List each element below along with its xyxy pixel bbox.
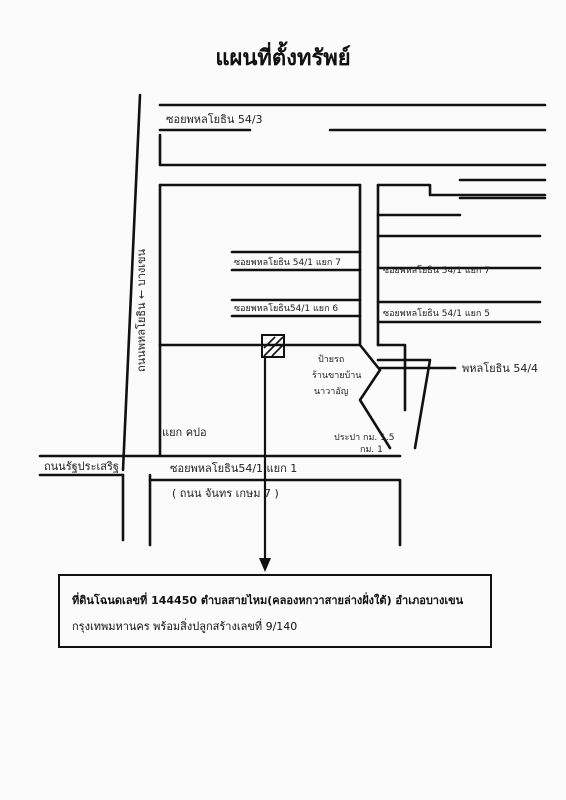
property-hatch [263,336,284,357]
label-bus-stop-1: ป้ายรถ [318,354,344,365]
label-soi-54-1-7a: ซอยพหลโยธิน 54/1 แยก 7 [234,257,341,268]
right-lower-vertical [376,343,407,412]
label-soi-54-1-1: ซอยพหลโยธิน54/1 แยก 1 [170,461,297,475]
property-info-box: ที่ดินโฉนดเลขที่ 144450 ตำบลสายไหม(คลองห… [58,574,492,648]
label-kanchana-1: ประปา กม. 1.5 [334,433,394,443]
label-soi-54-1-7b: ซอยพหลโยธิน 54/1 แยก 7 [383,265,490,276]
label-phahon-54-4: พหลโยธิน 54/4 [462,361,538,375]
soi-54-1-1-bottom [148,478,402,547]
diagonal-road-1 [358,343,392,450]
soi-54-1-5 [376,300,542,324]
diagonal-road-2 [376,358,432,450]
arrow-head [259,558,271,572]
label-phahon-vertical: ถนนพหลโยธิน ← บางเขน [134,248,148,372]
label-chantharakasem: ( ถนน จันทร เกษม 7 ) [172,487,279,500]
label-kanchana-2: กม. 1 [360,445,383,455]
right-upper-road [376,183,547,197]
label-yaek-kaew: แยก คปอ [162,426,207,439]
label-soi-54-3: ซอยพหลโยธิน 54/3 [166,112,263,126]
label-bus-stop-3: นาวาอัญ [314,387,349,397]
map-title: แผนที่ตั้งทรัพย์ [215,46,351,71]
label-ratprasert: ถนนรัฐประเสริฐ [44,460,119,473]
right-stub-2 [458,178,547,200]
property-marker [261,334,285,358]
label-soi-54-1-6: ซอยพหลโยธิน54/1 แยก 6 [234,303,338,314]
soi-54-1-7-right [376,234,542,270]
label-soi-54-1-5: ซอยพหลโยธิน 54/1 แยก 5 [383,308,490,319]
info-line-2: กรุงเทพมหานคร พร้อมสิ่งปลูกสร้างเลขที่ 9… [72,620,298,633]
label-bus-stop-2: ร้านขายบ้าน [312,370,361,381]
main-road-left-edge [121,93,142,472]
band-2-top [158,133,547,167]
soi-54-1-7-left [230,250,362,272]
info-line-1: ที่ดินโฉนดเลขที่ 144450 ตำบลสายไหม(คลองห… [72,594,464,607]
soi-54-1-6 [230,298,362,318]
